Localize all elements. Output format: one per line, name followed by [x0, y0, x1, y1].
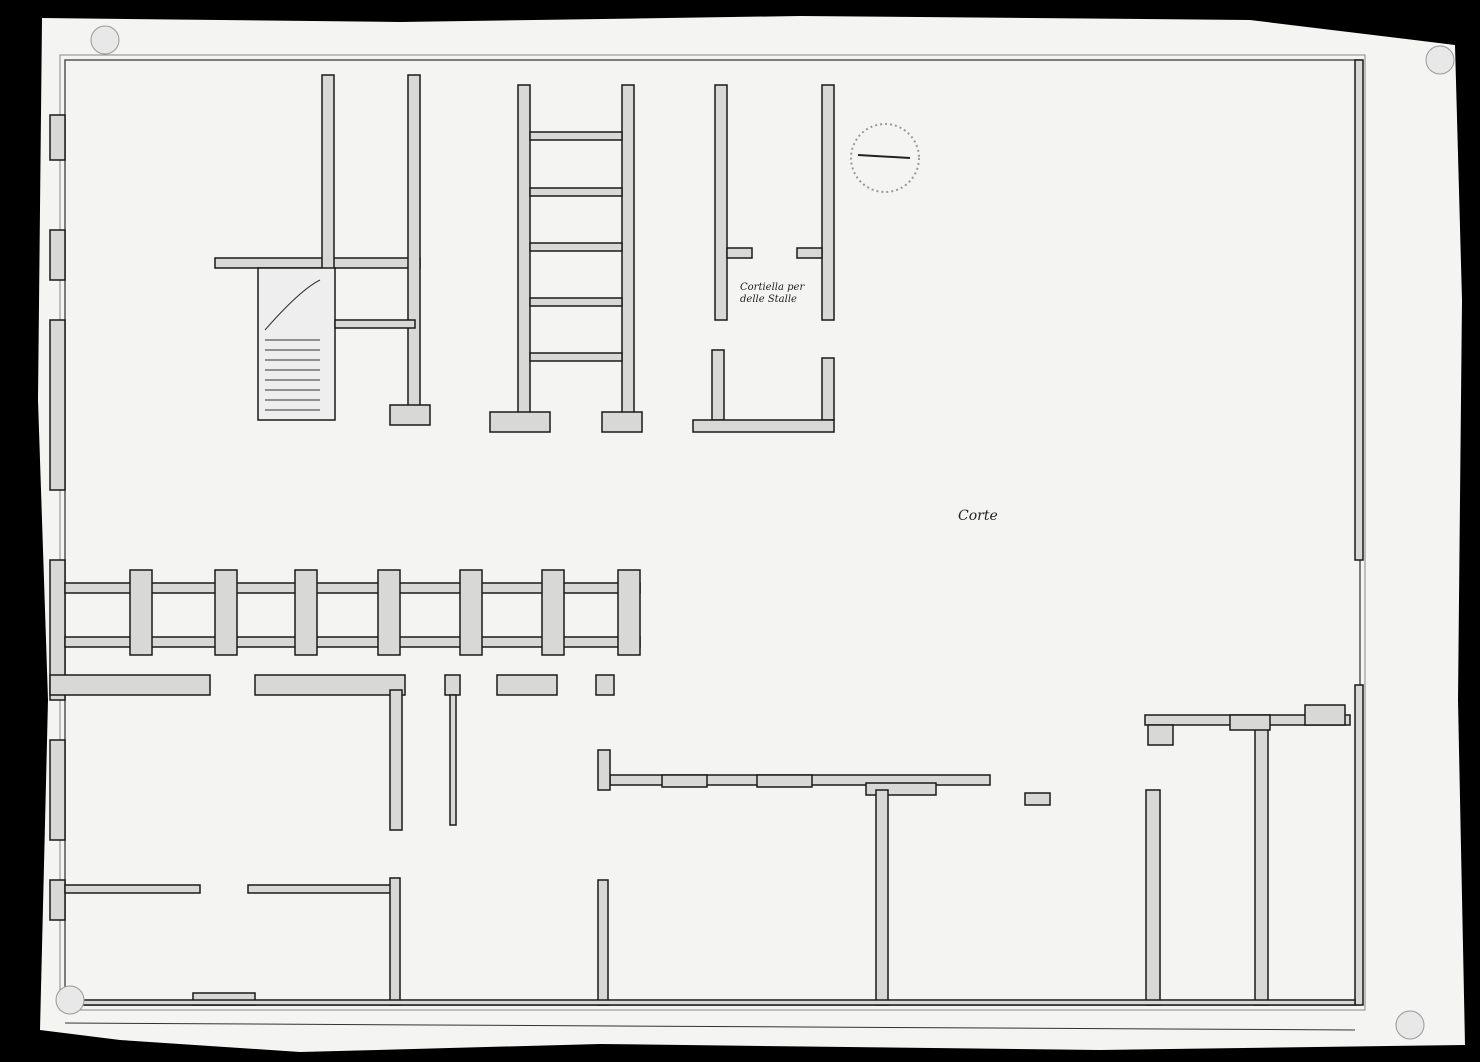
small-courtyard-label: Cortiella per delle Stalle: [740, 282, 805, 305]
collection-stamp: [850, 123, 920, 193]
courtyard-label: Corte: [958, 508, 998, 524]
staircase: [264, 279, 321, 411]
mounting-pins: [55, 25, 1455, 1040]
scale-bar: [64, 1022, 1356, 1031]
walls: [49, 59, 1364, 1006]
paper-sheet: [38, 16, 1465, 1052]
